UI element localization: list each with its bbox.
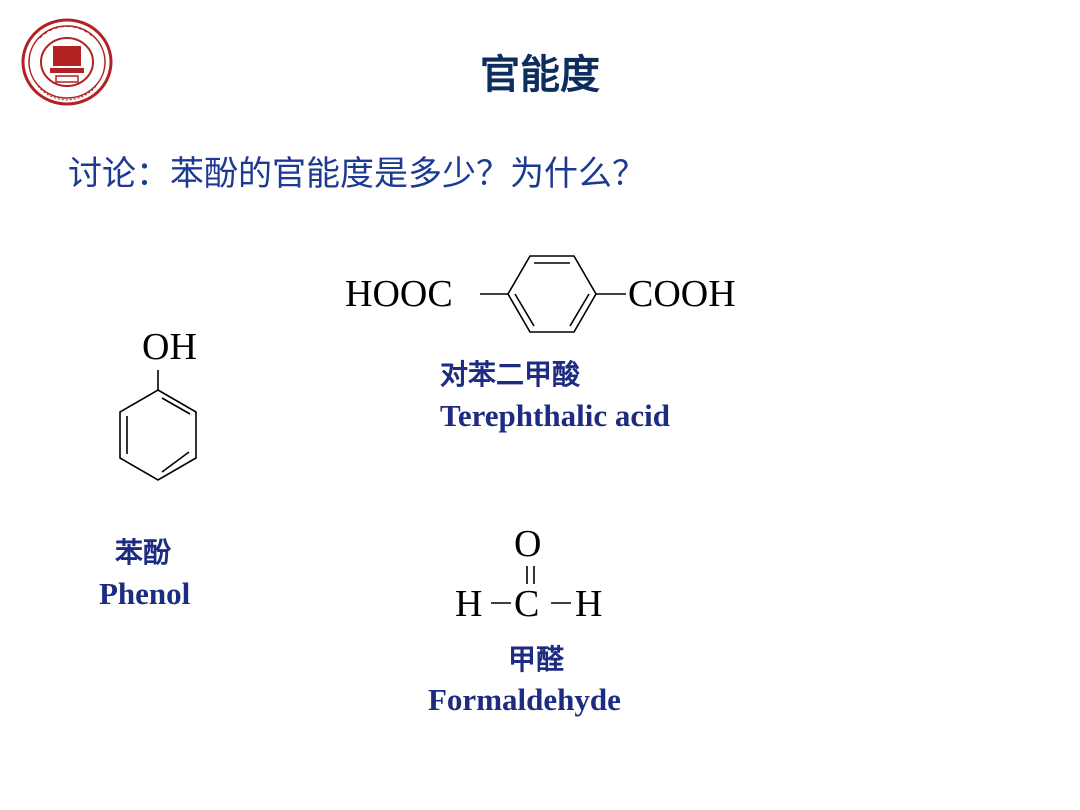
slide-title: 官能度	[480, 52, 600, 98]
cooh-group: COOH	[628, 273, 736, 315]
formaldehyde-carbon: C	[514, 583, 540, 625]
terephthalic-ring	[480, 255, 626, 333]
phenol-oh-label: OH	[142, 326, 197, 368]
terephthalic-name-cn: 对苯二甲酸	[440, 358, 581, 391]
formaldehyde-name-en: Formaldehyde	[428, 682, 621, 717]
phenol-ring	[119, 370, 197, 481]
formaldehyde-oxygen: O	[514, 523, 542, 565]
formaldehyde-right-h: H	[575, 583, 603, 625]
formaldehyde-bonds	[491, 566, 571, 604]
phenol-name-cn: 苯酚	[115, 536, 172, 569]
formaldehyde-left-h: H	[455, 583, 483, 625]
discussion-question: 讨论：苯酚的官能度是多少？为什么？	[68, 154, 646, 194]
hooc-group: HOOC	[345, 273, 453, 315]
formaldehyde-name-cn: 甲醛	[508, 643, 565, 676]
university-seal-icon	[20, 18, 114, 106]
phenol-name-en: Phenol	[99, 576, 191, 611]
terephthalic-name-en: Terephthalic acid	[440, 398, 670, 433]
